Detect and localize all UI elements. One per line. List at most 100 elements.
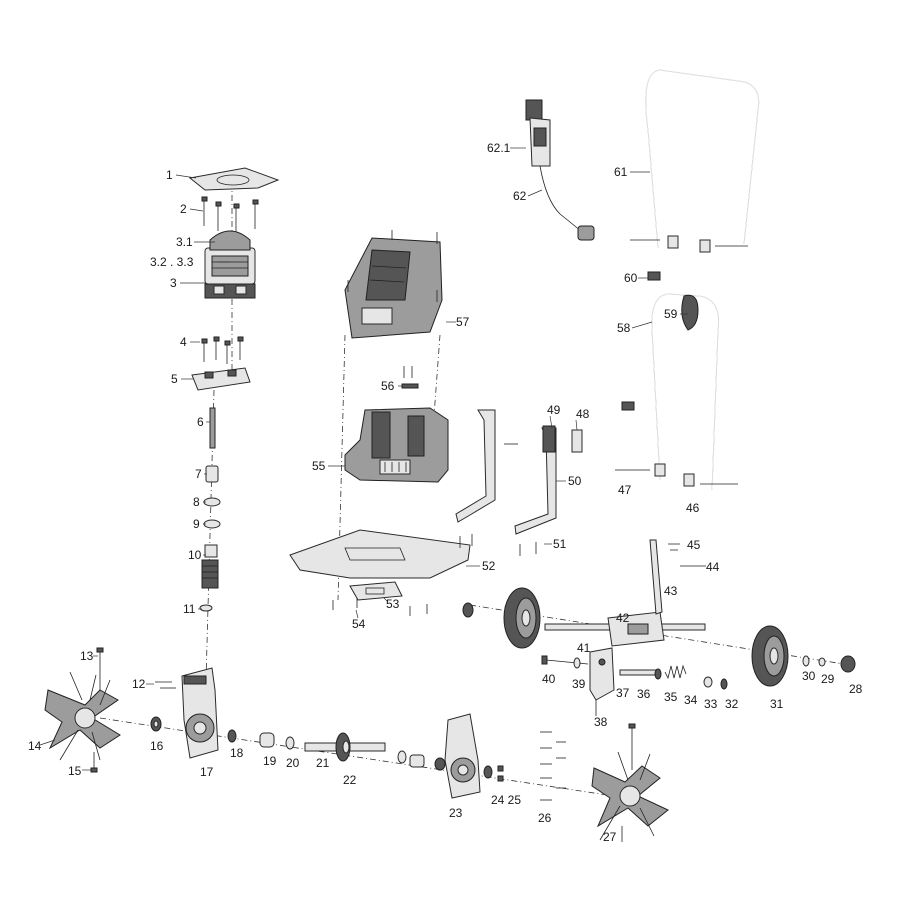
part-washer-18 (227, 729, 237, 743)
label-4: 4 (180, 335, 187, 349)
label-13: 13 (80, 649, 94, 663)
part-gasket-plate (188, 167, 280, 191)
part-switch-62-1 (525, 99, 551, 167)
label-50: 50 (568, 474, 582, 488)
part-motor-base (191, 367, 251, 391)
label-7: 7 (195, 467, 202, 481)
part-knob-60 (647, 271, 661, 281)
part-handle-bolts (630, 235, 748, 253)
part-ring (199, 604, 213, 612)
label-6: 6 (197, 415, 204, 429)
part-depth-stake-50 (455, 409, 583, 535)
label-54: 54 (352, 617, 366, 631)
label-11: 11 (183, 602, 196, 616)
label-51: 51 (553, 537, 567, 551)
label-19: 19 (263, 754, 277, 768)
label-14: 14 (28, 739, 42, 753)
label-62-1: 62.1 (487, 141, 511, 155)
label-33: 33 (704, 697, 718, 711)
part-bushing (259, 732, 275, 748)
label-59: 59 (664, 307, 678, 321)
part-housing-55 (344, 407, 449, 483)
part-bracket-37 (589, 647, 615, 716)
label-17: 17 (200, 765, 214, 779)
label-62: 62 (513, 189, 527, 203)
label-47: 47 (618, 483, 632, 497)
label-3-2-3-3: 3.2 . 3.3 (150, 255, 194, 269)
part-wheel-left (462, 587, 541, 649)
label-60: 60 (624, 271, 638, 285)
part-bolt-40 (541, 655, 589, 669)
label-3-1: 3.1 (176, 235, 193, 249)
label-9: 9 (193, 517, 200, 531)
label-49: 49 (547, 403, 561, 417)
label-57: 57 (456, 315, 470, 329)
label-18: 18 (230, 746, 244, 760)
part-base-screws (201, 336, 244, 364)
label-1: 1 (166, 168, 173, 182)
part-screws-54 (332, 598, 428, 616)
leader-lines (39, 147, 688, 771)
label-15: 15 (68, 764, 82, 778)
part-screws-56 (401, 366, 419, 389)
label-30: 30 (802, 669, 816, 683)
label-58: 58 (617, 321, 631, 335)
label-12: 12 (132, 677, 146, 691)
label-37: 37 (616, 686, 630, 700)
part-seal-24-25 (483, 765, 504, 782)
label-42: 42 (616, 611, 630, 625)
label-8: 8 (193, 495, 200, 509)
label-10: 10 (188, 548, 202, 562)
label-27: 27 (603, 830, 617, 844)
label-24-25: 24 25 (491, 793, 521, 807)
part-power-cord-62 (539, 165, 595, 241)
part-wheel-right (751, 625, 856, 687)
part-axle-spacers (397, 750, 446, 771)
part-worm-gear (335, 732, 351, 762)
label-23: 23 (449, 806, 463, 820)
part-bearings (203, 497, 221, 529)
part-pins-51 (459, 534, 537, 556)
label-28: 28 (849, 682, 863, 696)
part-left-tines (44, 647, 121, 773)
part-axle-42 (544, 611, 706, 647)
label-5: 5 (171, 372, 178, 386)
label-35: 35 (664, 690, 678, 704)
label-46: 46 (686, 501, 700, 515)
label-48: 48 (576, 407, 590, 421)
label-43: 43 (664, 584, 678, 598)
part-washer-20 (285, 736, 295, 750)
label-61: 61 (614, 165, 628, 179)
label-36: 36 (637, 687, 651, 701)
label-40: 40 (542, 672, 556, 686)
part-shield-52 (289, 529, 471, 579)
part-cover-57 (344, 230, 443, 339)
label-44: 44 (706, 560, 720, 574)
label-22: 22 (343, 773, 357, 787)
label-53: 53 (386, 597, 400, 611)
part-shaft (209, 407, 216, 449)
part-housing-screws (155, 681, 176, 689)
part-plate-53 (349, 581, 403, 601)
part-worm-shaft (201, 544, 219, 589)
part-gearbox-left (181, 667, 219, 759)
label-29: 29 (821, 672, 835, 686)
part-upper-handle-61 (645, 69, 760, 249)
label-34: 34 (684, 693, 698, 707)
label-56: 56 (381, 379, 395, 393)
label-52: 52 (482, 559, 496, 573)
label-3: 3 (170, 276, 177, 290)
label-45: 45 (687, 538, 701, 552)
label-31: 31 (770, 697, 784, 711)
label-26: 26 (538, 811, 552, 825)
label-39: 39 (572, 677, 586, 691)
part-cable-clip-59 (681, 294, 699, 331)
part-motor (204, 230, 256, 299)
part-gearbox-screws (540, 731, 566, 801)
label-16: 16 (150, 739, 164, 753)
part-spring-34 (619, 664, 728, 690)
part-motor-screws (201, 196, 259, 233)
part-coupling (205, 465, 219, 483)
label-2: 2 (180, 202, 187, 216)
